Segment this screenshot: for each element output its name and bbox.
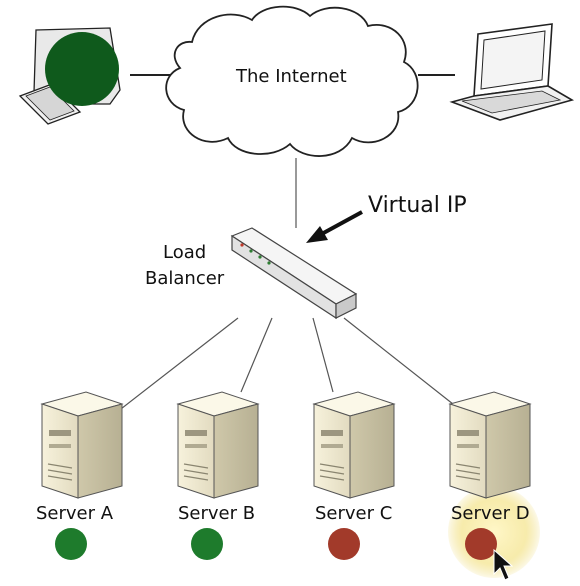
- laptop-icon: [449, 23, 575, 121]
- server-d-label: Server D: [451, 503, 530, 524]
- server-c-status-dot: [328, 528, 360, 560]
- server-tower-icon: [40, 391, 124, 499]
- load-balancer-label-line2: Balancer: [145, 268, 225, 289]
- load-balancer-device-icon: [230, 227, 358, 320]
- server-tower-icon: [312, 391, 396, 499]
- server-a-status-dot: [55, 528, 87, 560]
- server-tower-icon: [176, 391, 260, 499]
- internet-label: The Internet: [236, 66, 347, 87]
- load-balancer-label: Load Balancer: [145, 240, 224, 292]
- server-b-status-dot: [191, 528, 223, 560]
- server-d-status-dot: [465, 528, 497, 560]
- mouse-cursor-icon: [493, 548, 514, 581]
- connection-lines: [116, 74, 459, 413]
- client-status-dot: [45, 32, 119, 106]
- server-c-label: Server C: [315, 503, 393, 524]
- server-b-label: Server B: [178, 503, 256, 524]
- server-tower-icon: [448, 391, 532, 499]
- load-balancer-label-line1: Load: [163, 242, 207, 263]
- virtual-ip-label: Virtual IP: [368, 193, 467, 218]
- virtual-ip-arrow-icon: [306, 210, 363, 243]
- internet-cloud: [165, 5, 419, 157]
- server-a-label: Server A: [36, 503, 114, 524]
